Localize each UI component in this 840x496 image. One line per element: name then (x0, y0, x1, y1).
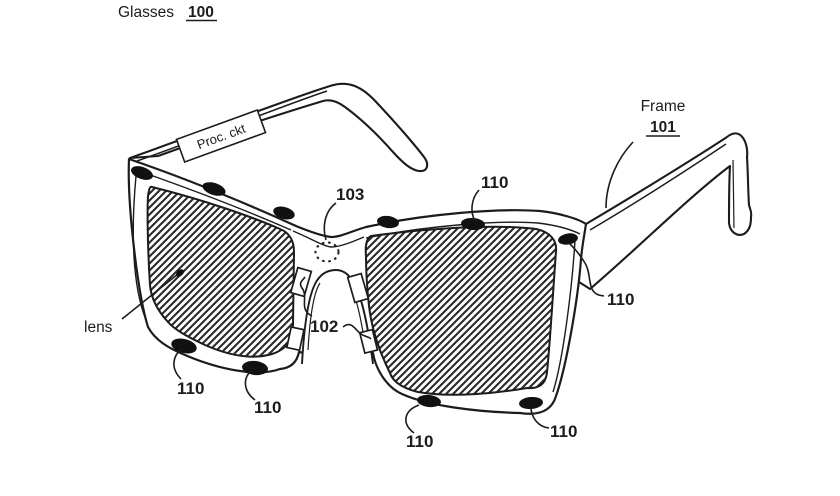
figure-title-ref: 100 (188, 4, 214, 21)
sensor-dot (461, 217, 485, 231)
sensor-dot (558, 233, 578, 245)
figure-title: Glasses (118, 4, 174, 21)
leader-110-right (568, 242, 605, 297)
leader-103 (323, 202, 337, 241)
right-lens (364, 225, 558, 396)
sensor-dot (202, 182, 226, 196)
right-temple-arm (566, 132, 753, 291)
ref-110-bottomleft1: 110 (177, 379, 204, 398)
leader-102-left (299, 276, 313, 317)
ref-110-bottomcenter: 110 (406, 432, 433, 451)
nose-sensor-dotted-circle (314, 241, 340, 263)
sensor-dot (417, 394, 441, 408)
frame-detail-lines (132, 170, 581, 393)
left-temple-arm (128, 82, 429, 173)
leader-102-right (342, 323, 372, 340)
leader-110-bottomleft2 (244, 370, 256, 401)
hinge-upper-right (346, 272, 370, 304)
lens-leader-tip-dot (176, 269, 184, 277)
sensor-dot (519, 396, 543, 410)
leader-110-bottomleft1 (173, 348, 183, 380)
leader-110-bottomright (530, 406, 550, 429)
ref-102: 102 (310, 317, 338, 336)
sensor-dot (131, 166, 153, 180)
ear-piece-inner-line (732, 159, 735, 229)
proc-ckt-box: Proc. ckt (175, 108, 267, 164)
sensor-dot (377, 215, 399, 229)
leader-frame-101 (605, 141, 634, 209)
frame-ref: 101 (650, 119, 676, 136)
leader-110-top (471, 189, 480, 222)
left-lens (146, 185, 296, 358)
leader-lens (121, 273, 179, 320)
leader-lines (121, 141, 634, 434)
ref-110-top: 110 (481, 173, 508, 192)
sensor-dot (171, 338, 197, 354)
sensor-dot (273, 206, 295, 220)
sensor-dot (242, 360, 268, 376)
ref-110-bottomleft2: 110 (254, 398, 281, 417)
ref-103: 103 (336, 185, 364, 204)
sensor-dots (131, 166, 578, 410)
leader-110-bottomcenter (405, 404, 420, 434)
frame-label: Frame (641, 98, 686, 115)
ref-110-right: 110 (607, 290, 634, 309)
lens-label: lens (84, 319, 113, 336)
hinge-lower-left (285, 325, 305, 352)
ref-110-bottomright: 110 (550, 422, 577, 441)
